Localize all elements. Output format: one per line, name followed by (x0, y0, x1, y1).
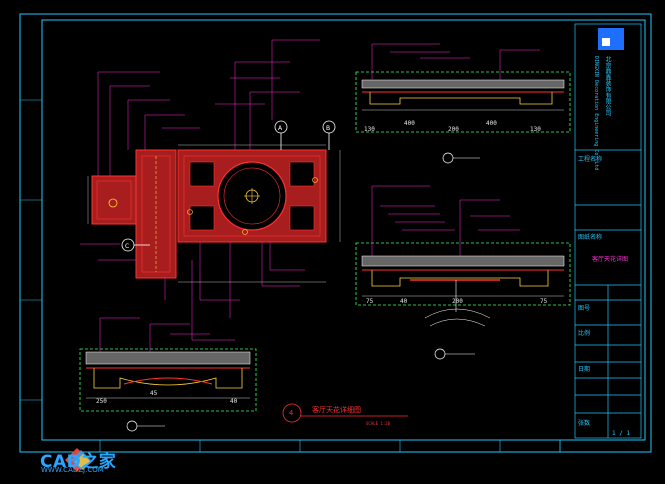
inner-frame (41, 19, 646, 441)
section-c-callout (126, 420, 138, 432)
leader-line (80, 39, 320, 341)
dimension-label: 200 (448, 126, 459, 133)
frame-ticks (20, 99, 561, 452)
dimension-label: 75 (366, 298, 374, 305)
section-b-drawing (361, 255, 565, 327)
project-label: 工程名称 (578, 156, 603, 163)
dimension-label: 130 (364, 126, 375, 133)
dimension-label: 200 (452, 298, 463, 305)
outer-frame (19, 13, 652, 453)
dimension-label: 130 (530, 126, 541, 133)
section-box-c (79, 348, 257, 412)
dimension-label: 400 (404, 120, 415, 127)
ceiling-plan (91, 149, 327, 279)
date-label: 日期 (578, 366, 591, 373)
detail-scale: SCALE 1:20 (366, 421, 391, 426)
section-c-drawing (85, 351, 251, 399)
title-logo-icon (598, 28, 624, 50)
dimension-label: 75 (540, 298, 548, 305)
sheet-label: 张数 (578, 420, 591, 427)
drawing-label: 图纸名称 (578, 234, 603, 241)
cad-logo-icon (65, 448, 91, 472)
plan-dimensions (87, 144, 341, 283)
section-a-drawing (361, 79, 565, 111)
detail-number: 4 (289, 409, 294, 417)
dimension-label: 40 (400, 298, 408, 305)
sheet-value: 1 / 1 (612, 430, 631, 437)
section-b-callout (434, 348, 446, 360)
drawing-no-label: 图号 (578, 305, 591, 312)
dimension-label: 45 (150, 390, 158, 397)
watermark-url: WWW.CADZJ.COM (41, 466, 104, 474)
title-block (574, 23, 642, 439)
section-box-a (355, 71, 571, 133)
section-a-leaders (371, 43, 540, 80)
section-a-callout (442, 152, 454, 164)
detail-title: 客厅天花详细图 (312, 406, 361, 414)
dimension-label: 400 (486, 120, 497, 127)
company-name: 北京鼎鑫装饰有限公司 (604, 56, 611, 116)
watermark-brand: CAD之家 (40, 452, 117, 472)
company-name-english: DINGXIN Decoration Engineering Co.,Ltd (593, 56, 599, 171)
detail-number-circle (282, 403, 302, 423)
dimension-label: 40 (230, 398, 238, 405)
section-c-leaders (99, 317, 210, 352)
section-b-leaders (371, 185, 520, 256)
section-marker-c-label: C (125, 243, 129, 250)
section-box-b (355, 242, 571, 306)
section-marker-b-label: B (326, 125, 330, 132)
section-marker-a-label: A (278, 125, 283, 132)
drawing-name: 客厅天花详图 (592, 256, 629, 263)
section-marker (121, 120, 336, 252)
scale-label: 比例 (578, 330, 591, 337)
dimension-label: 250 (96, 398, 107, 405)
